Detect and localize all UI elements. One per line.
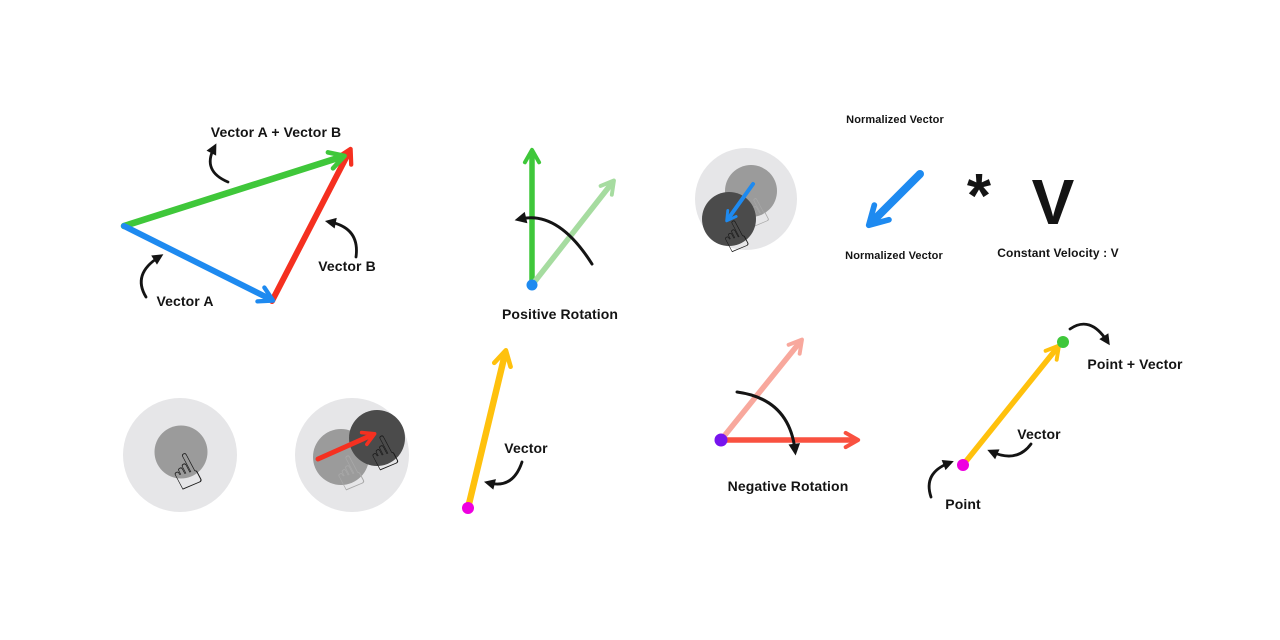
negative-rotation-arc-arrow: [735, 390, 801, 456]
vector-label: Vector: [1017, 426, 1061, 442]
vector-label-pointer-arrow: [987, 442, 1033, 460]
velocity-symbol: V: [1031, 166, 1075, 238]
normalized-vector-top-label: Normalized Vector: [846, 114, 944, 126]
origin-dot: [526, 279, 538, 291]
point-plus-vector-label: Point + Vector: [1087, 356, 1183, 372]
positive-rotation-arc-arrow: [514, 211, 594, 266]
vector-arrow: [464, 348, 513, 512]
vector-arrow: [960, 343, 1061, 468]
joystick-thumb-circle: [154, 425, 208, 479]
multiply-operator: *: [966, 162, 992, 231]
original-vector-arrow: [718, 337, 804, 443]
origin-dot: [714, 433, 728, 447]
original-vector-arrow: [529, 178, 616, 288]
vector-label: Vector: [504, 440, 548, 456]
vector-sum-label: Vector A + Vector B: [210, 124, 342, 140]
vector-a-arrow: [121, 223, 276, 304]
positive-rotation-caption: Positive Rotation: [501, 306, 619, 322]
vector-b-label: Vector B: [318, 258, 376, 274]
vector-origin-dot: [462, 502, 474, 514]
point-label-pointer-arrow: [927, 460, 954, 499]
joystick-drag-arrow: [315, 430, 377, 462]
sum-label-pointer-arrow: [206, 143, 230, 184]
vector-a-label-pointer-arrow: [139, 254, 164, 299]
result-label-pointer-arrow: [1068, 322, 1110, 346]
vector-label-pointer-arrow: [484, 460, 524, 490]
vector-a-label: Vector A: [156, 293, 214, 309]
negative-rotation-caption: Negative Rotation: [727, 478, 849, 494]
normalized-vector-arrow: [865, 170, 924, 229]
vector-b-label-pointer-arrow: [324, 217, 358, 259]
result-point-dot: [1057, 336, 1069, 348]
vector-sum-arrow: [120, 150, 347, 230]
point-label: Point: [945, 496, 981, 512]
joystick-direction-arrow: [725, 182, 755, 223]
joystick-thumb-current-circle: [349, 410, 405, 466]
point-dot: [957, 459, 969, 471]
normalized-vector-bottom-label: Normalized Vector: [845, 250, 943, 262]
vector-b-arrow: [269, 146, 354, 304]
constant-velocity-caption: Constant Velocity : V: [997, 246, 1119, 260]
